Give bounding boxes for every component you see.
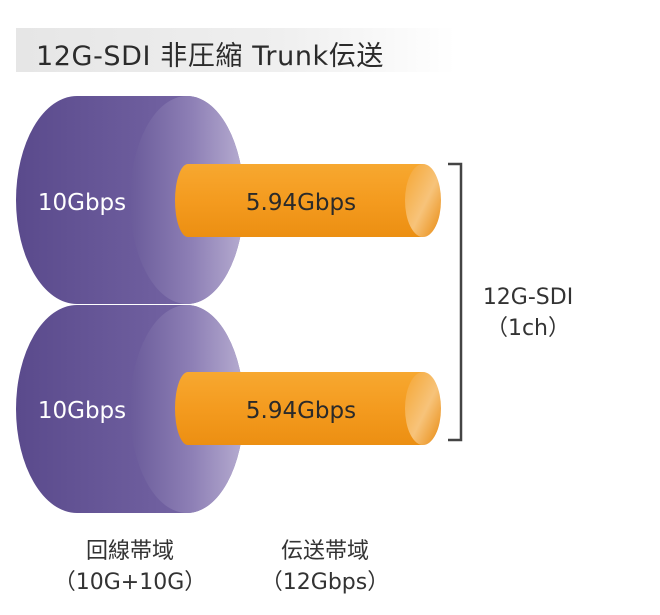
upper-line-label: 10Gbps (38, 190, 126, 216)
page-title: 12G-SDI 非圧縮 Trunk伝送 (36, 41, 384, 72)
title-band (16, 28, 456, 72)
bracket (448, 162, 463, 442)
bracket-label-line1: 12G-SDI (483, 285, 573, 310)
line-band-title: 回線帯域 (85, 539, 174, 564)
line-band-caption: 回線帯域 （10G+10G） (30, 536, 230, 598)
transmission-band-caption: 伝送帯域 （12Gbps） (225, 536, 425, 598)
transmission-band-title: 伝送帯域 (280, 539, 369, 564)
lower-stream-pipe (175, 372, 441, 445)
bracket-label-line2: （1ch） (486, 316, 570, 341)
line-band-value: （10G+10G） (53, 570, 207, 595)
lower-line-label: 10Gbps (38, 398, 126, 424)
lower-stream-label: 5.94Gbps (246, 398, 356, 424)
transmission-band-value: （12Gbps） (260, 570, 390, 595)
upper-stream-pipe (175, 164, 441, 237)
upper-stream-label: 5.94Gbps (246, 190, 356, 216)
